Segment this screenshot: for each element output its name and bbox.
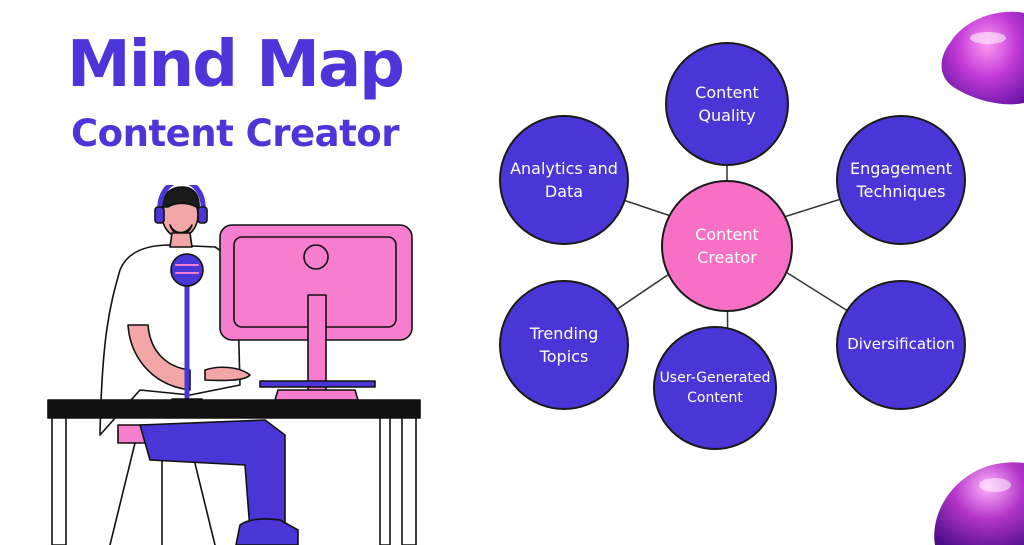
node-label-line: Topics (539, 347, 589, 366)
node-label-line: Quality (698, 106, 756, 125)
node-label-line: Content (687, 390, 743, 406)
node-label-line: Diversification (847, 335, 955, 354)
node-label-line: Creator (697, 248, 757, 267)
node-label-line: Techniques (856, 182, 946, 201)
content-creator-illustration (47, 185, 421, 545)
node-label-line: Data (544, 182, 584, 201)
node-label-line: Content (695, 224, 759, 244)
node-label-line: Analytics and (510, 158, 618, 178)
monitor-icon (219, 224, 413, 401)
node-label-line: Content (695, 82, 759, 102)
desk-icon (47, 399, 421, 545)
purple-blob-top-icon (941, 11, 1024, 105)
purple-blob-bottom-icon (934, 462, 1024, 545)
node-label-line: User-Generated (659, 369, 771, 386)
node-label-line: Engagement (849, 158, 953, 178)
person-icon (99, 185, 299, 545)
node-diversification: Diversification (836, 280, 966, 410)
page-title: Mind Map (67, 28, 405, 102)
page-subtitle: Content Creator (71, 112, 399, 155)
node-label-line: Trending (529, 323, 599, 343)
